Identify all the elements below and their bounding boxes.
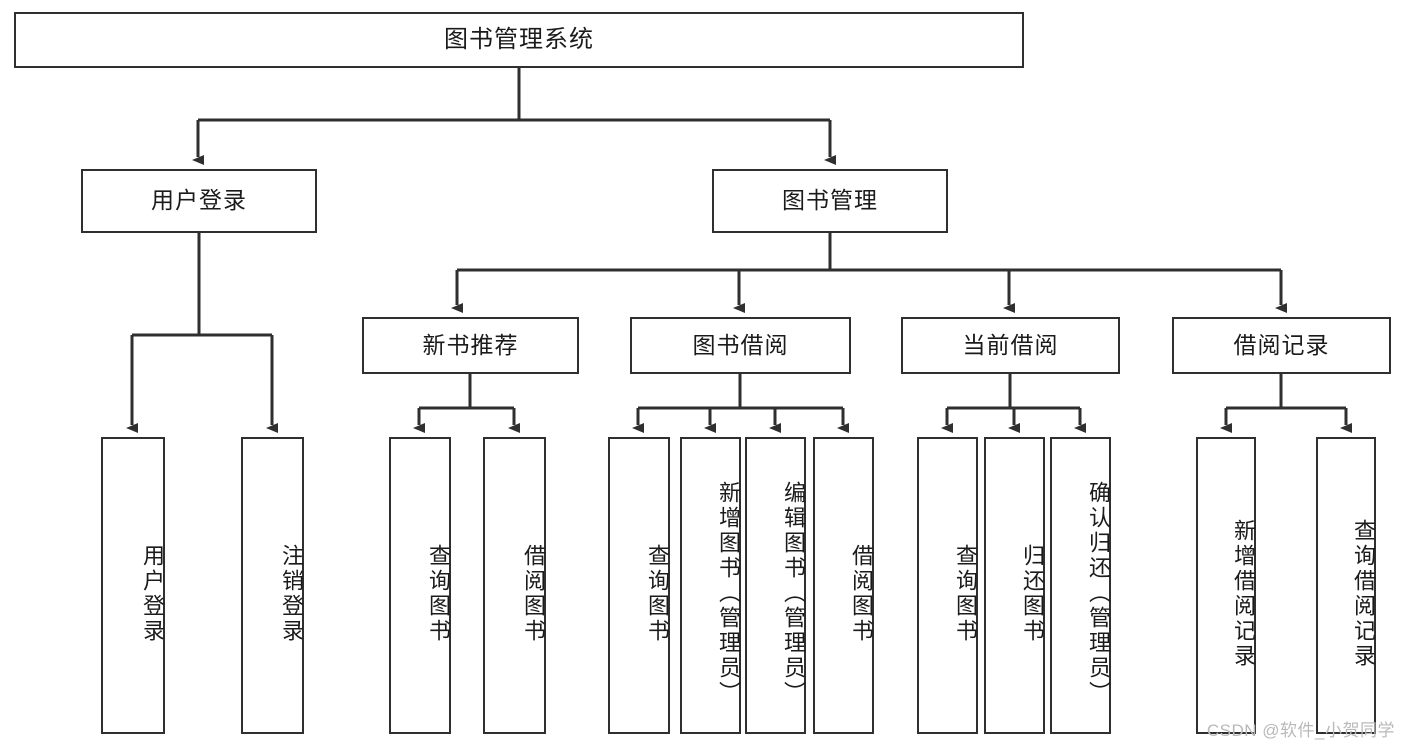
leaf-confirm-return-admin-label: 确认归还（管理员） — [1086, 481, 1111, 706]
leaf-add-book-admin-label: 新增图书（管理员） — [716, 481, 741, 706]
leaf-logout-login[interactable]: 注销登录 — [241, 437, 304, 734]
leaf-borrow-book-label: 借阅图书 — [849, 543, 874, 644]
leaf-query-borrow-record-label: 查询借阅记录 — [1351, 518, 1376, 669]
node-user-login-label: 用户登录 — [151, 187, 247, 214]
leaf-add-borrow-record[interactable]: 新增借阅记录 — [1196, 437, 1256, 734]
leaf-query-book-recommend[interactable]: 查询图书 — [389, 437, 451, 734]
node-current-borrow[interactable]: 当前借阅 — [901, 317, 1120, 374]
leaf-user-login[interactable]: 用户登录 — [101, 437, 165, 734]
leaf-query-book-recommend-label: 查询图书 — [426, 543, 451, 644]
leaf-return-book[interactable]: 归还图书 — [984, 437, 1045, 734]
node-book-manage[interactable]: 图书管理 — [712, 169, 948, 233]
node-current-borrow-label: 当前借阅 — [962, 331, 1059, 358]
leaf-query-book-current[interactable]: 查询图书 — [917, 437, 978, 734]
leaf-borrow-book-recommend[interactable]: 借阅图书 — [483, 437, 546, 734]
leaf-query-book-borrow[interactable]: 查询图书 — [608, 437, 670, 734]
node-root[interactable]: 图书管理系统 — [14, 12, 1024, 68]
leaf-edit-book-admin-label: 编辑图书（管理员） — [781, 481, 806, 706]
leaf-borrow-book-recommend-label: 借阅图书 — [521, 543, 546, 644]
leaf-return-book-label: 归还图书 — [1020, 543, 1045, 644]
leaf-query-book-current-label: 查询图书 — [953, 543, 978, 644]
leaf-edit-book-admin[interactable]: 编辑图书（管理员） — [745, 437, 806, 734]
leaf-user-login-label: 用户登录 — [140, 543, 165, 644]
node-book-borrow-label: 图书借阅 — [692, 331, 789, 358]
node-book-manage-label: 图书管理 — [782, 187, 878, 214]
leaf-query-book-borrow-label: 查询图书 — [645, 543, 670, 644]
node-user-login[interactable]: 用户登录 — [81, 169, 317, 233]
node-new-book-recommend[interactable]: 新书推荐 — [362, 317, 579, 374]
leaf-borrow-book[interactable]: 借阅图书 — [813, 437, 874, 734]
node-book-borrow[interactable]: 图书借阅 — [630, 317, 851, 374]
node-root-label: 图书管理系统 — [444, 25, 594, 53]
leaf-query-borrow-record[interactable]: 查询借阅记录 — [1316, 437, 1376, 734]
leaf-logout-login-label: 注销登录 — [279, 543, 304, 644]
node-borrow-record[interactable]: 借阅记录 — [1172, 317, 1391, 374]
leaf-add-borrow-record-label: 新增借阅记录 — [1231, 518, 1256, 669]
node-new-book-recommend-label: 新书推荐 — [422, 331, 519, 358]
leaf-confirm-return-admin[interactable]: 确认归还（管理员） — [1050, 437, 1111, 734]
watermark: CSDN @软件_小贺同学 — [1206, 721, 1395, 740]
leaf-add-book-admin[interactable]: 新增图书（管理员） — [680, 437, 741, 734]
node-borrow-record-label: 借阅记录 — [1233, 331, 1330, 358]
